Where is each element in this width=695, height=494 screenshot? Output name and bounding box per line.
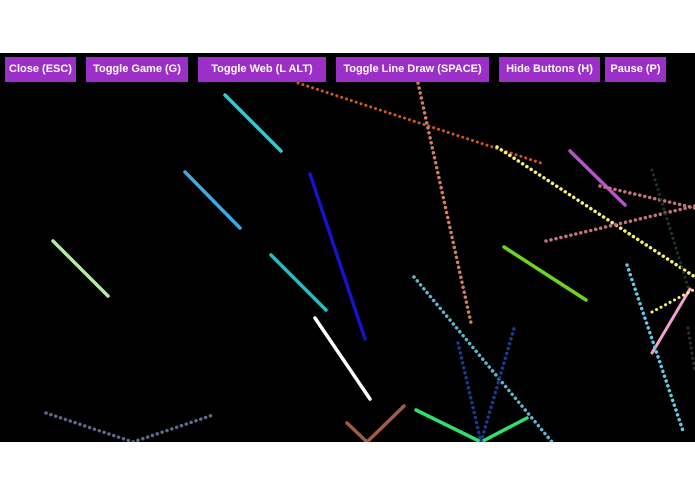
- dotted-line-salmon: [416, 81, 473, 325]
- line-segment-blue: [308, 172, 367, 341]
- dotted-line-rose: [544, 204, 695, 243]
- line-segment-violet: [568, 149, 627, 207]
- dotted-line-yellow-short: [650, 287, 695, 314]
- pause-button[interactable]: Pause (P): [605, 57, 666, 82]
- toggle-line-draw-button[interactable]: Toggle Line Draw (SPACE): [336, 57, 489, 82]
- v-line-green: [414, 408, 529, 442]
- dotted-line-rose-short: [598, 184, 695, 210]
- line-segment-cyan: [223, 93, 283, 153]
- v-line-brown: [345, 404, 406, 442]
- line-segment-teal: [269, 253, 328, 312]
- line-segment-white: [313, 316, 372, 401]
- dotted-line-yellow: [495, 145, 695, 279]
- close-button[interactable]: Close (ESC): [5, 57, 76, 82]
- line-segment-lime: [502, 245, 588, 302]
- line-segment-pale-green: [51, 239, 110, 298]
- toggle-web-button[interactable]: Toggle Web (L ALT): [198, 57, 326, 82]
- dotted-v-navy: [456, 323, 517, 442]
- dotted-line-dark-gray-right: [686, 326, 695, 375]
- line-segment-pink: [650, 287, 692, 355]
- toggle-game-button[interactable]: Toggle Game (G): [86, 57, 188, 82]
- dotted-v-slate: [44, 411, 215, 442]
- dotted-line-light-blue-right: [625, 263, 685, 433]
- dotted-line-dark-green: [650, 168, 690, 289]
- hide-buttons-button[interactable]: Hide Buttons (H): [499, 57, 600, 82]
- dotted-line-light-blue: [412, 275, 554, 442]
- line-scene: [44, 81, 695, 442]
- dotted-line-orange: [296, 81, 543, 165]
- line-segment-sky: [183, 170, 242, 230]
- game-canvas[interactable]: Close (ESC) Toggle Game (G) Toggle Web (…: [0, 53, 695, 442]
